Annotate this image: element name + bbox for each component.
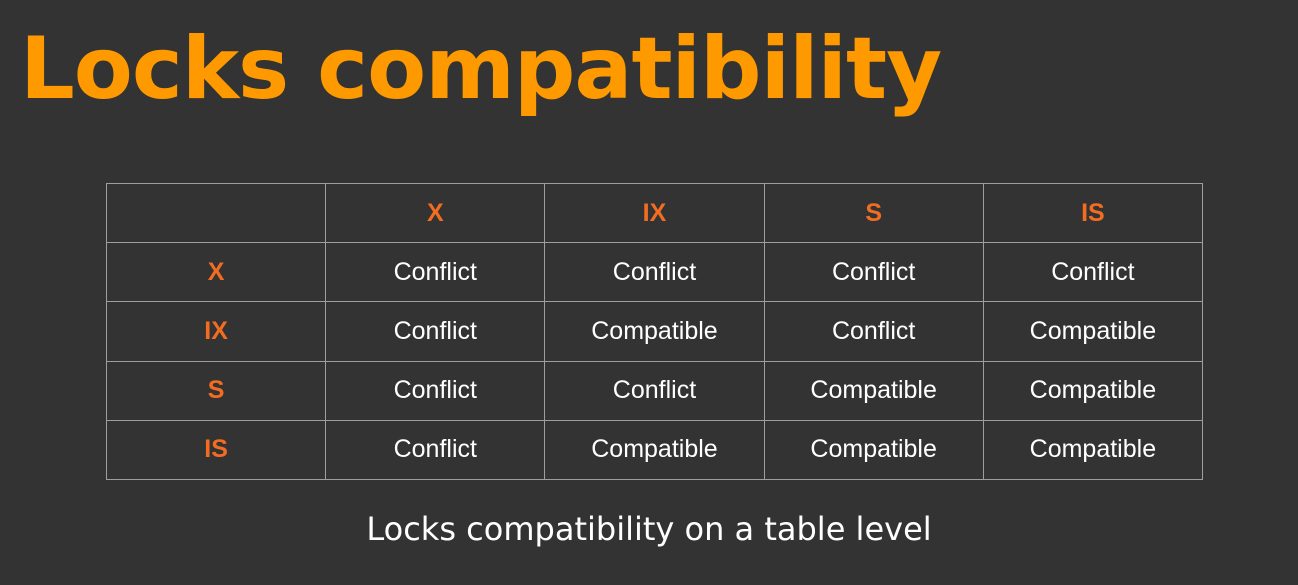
column-header-is: IS <box>982 182 1204 244</box>
table-cell: Conflict <box>544 242 765 303</box>
table-row: IX Conflict Compatible Conflict Compatib… <box>105 301 1204 362</box>
column-header-s: S <box>763 182 984 244</box>
table-cell: Compatible <box>763 360 984 421</box>
column-header-x: X <box>325 182 546 244</box>
table-caption: Locks compatibility on a table level <box>366 510 932 548</box>
table-cell: Compatible <box>982 360 1204 421</box>
table-cell: Conflict <box>325 301 546 362</box>
table-cell: Compatible <box>544 301 765 362</box>
table-row: S Conflict Conflict Compatible Compatibl… <box>105 360 1204 421</box>
table-cell: Conflict <box>325 360 546 421</box>
table-cell: Conflict <box>763 301 984 362</box>
row-header-x: X <box>105 242 327 303</box>
table-row: X Conflict Conflict Conflict Conflict <box>105 242 1204 303</box>
column-header-ix: IX <box>544 182 765 244</box>
table-cell: Conflict <box>544 360 765 421</box>
slide-title: Locks compatibility <box>20 19 942 119</box>
table-corner-cell <box>105 182 327 244</box>
table-cell: Compatible <box>544 419 765 481</box>
table-cell: Conflict <box>325 419 546 481</box>
row-header-ix: IX <box>105 301 327 362</box>
lock-compatibility-table: X IX S IS X Conflict Conflict Conflict C… <box>105 182 1204 481</box>
table-cell: Compatible <box>763 419 984 481</box>
row-header-is: IS <box>105 419 327 481</box>
table-row: IS Conflict Compatible Compatible Compat… <box>105 419 1204 481</box>
row-header-s: S <box>105 360 327 421</box>
table-cell: Conflict <box>325 242 546 303</box>
table-cell: Compatible <box>982 419 1204 481</box>
table-cell: Compatible <box>982 301 1204 362</box>
table-cell: Conflict <box>763 242 984 303</box>
table-cell: Conflict <box>982 242 1204 303</box>
table-header-row: X IX S IS <box>105 182 1204 244</box>
